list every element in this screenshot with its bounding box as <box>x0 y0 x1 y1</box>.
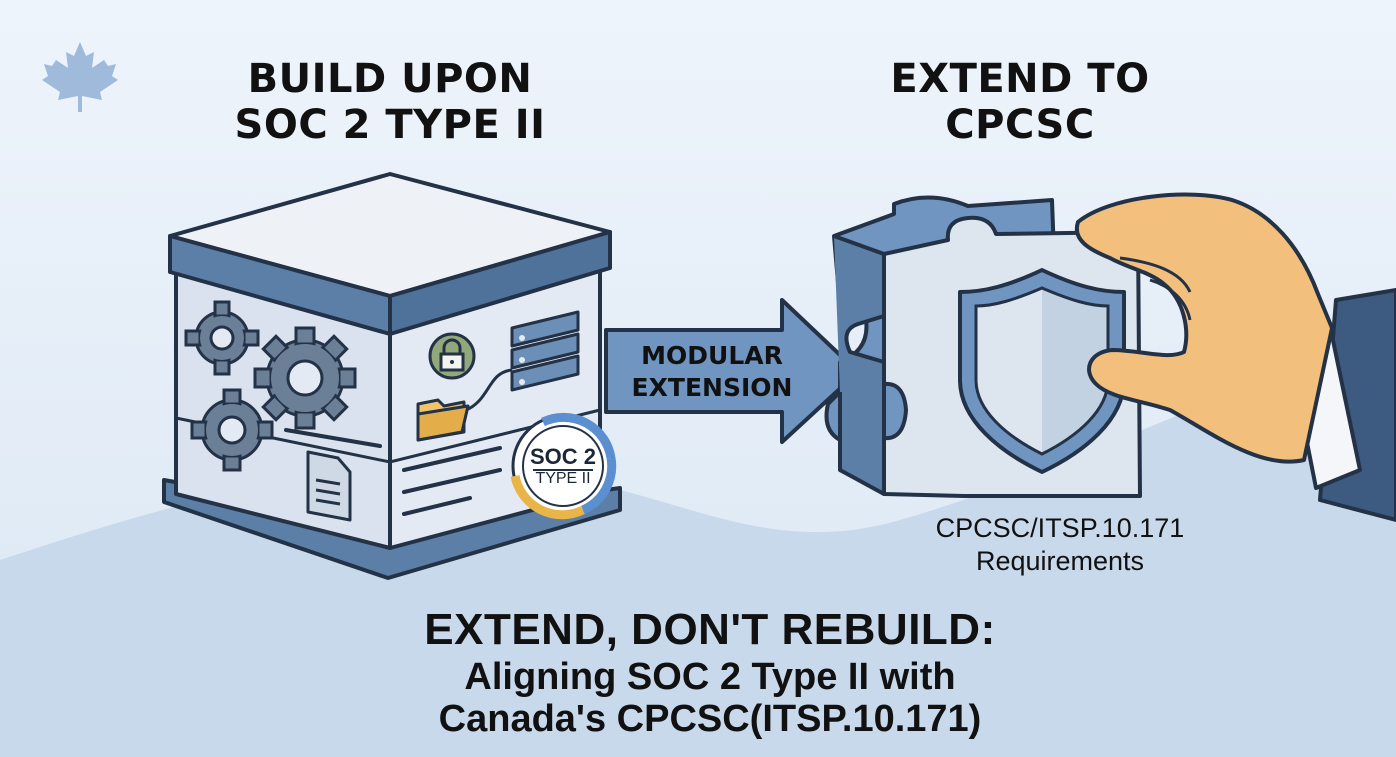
hand-icon <box>1074 192 1396 522</box>
gear-icon <box>190 388 274 472</box>
connector-line <box>465 368 513 412</box>
gear-icon <box>253 326 357 430</box>
tagline: EXTEND, DON'T REBUILD: Aligning SOC 2 Ty… <box>230 604 1190 740</box>
soc2-platform-box <box>162 172 622 580</box>
folder-icon <box>416 398 470 442</box>
requirements-line2: Requirements <box>975 546 1145 576</box>
soc2-badge-icon <box>510 412 617 520</box>
shield-icon <box>958 268 1126 474</box>
box-lid-front-right <box>388 230 612 336</box>
tagline-title: EXTEND, DON'T REBUILD: <box>424 605 996 654</box>
left-heading-line1: BUILD UPON <box>247 56 533 102</box>
right-heading-line1: EXTEND TO <box>890 56 1150 102</box>
left-heading: BUILD UPON SOC 2 TYPE II <box>210 56 570 148</box>
puzzle-piece-icon <box>824 195 1142 498</box>
arrow-label: MODULAR EXTENSION <box>612 340 812 404</box>
box-text-lines <box>284 428 382 448</box>
padlock-icon <box>428 332 476 380</box>
tagline-subtitle-line1: Aligning SOC 2 Type II with <box>464 656 956 698</box>
requirements-caption: CPCSC/ITSP.10.171 Requirements <box>880 512 1240 578</box>
arrow-label-line2: EXTENSION <box>631 373 793 402</box>
document-icon <box>306 450 352 522</box>
soc2-badge-line2: TYPE II <box>535 470 591 487</box>
server-stack-icon <box>510 310 580 392</box>
box-right-text-lines <box>402 446 502 516</box>
right-heading: EXTEND TO CPCSC <box>850 56 1190 148</box>
background-hill <box>0 330 1396 757</box>
left-heading-line2: SOC 2 TYPE II <box>234 102 546 148</box>
requirements-line1: CPCSC/ITSP.10.171 <box>935 513 1185 543</box>
tagline-subtitle-line2: Canada's CPCSC(ITSP.10.171) <box>438 698 982 740</box>
right-heading-line2: CPCSC <box>945 102 1095 148</box>
gear-icon <box>184 300 260 376</box>
modular-extension-arrow <box>604 298 860 444</box>
soc2-badge-label: SOC 2 TYPE II <box>511 445 615 489</box>
arrow-label-line1: MODULAR <box>641 341 783 370</box>
soc2-badge-line1: SOC 2 <box>529 444 597 469</box>
maple-leaf-icon <box>42 42 118 112</box>
